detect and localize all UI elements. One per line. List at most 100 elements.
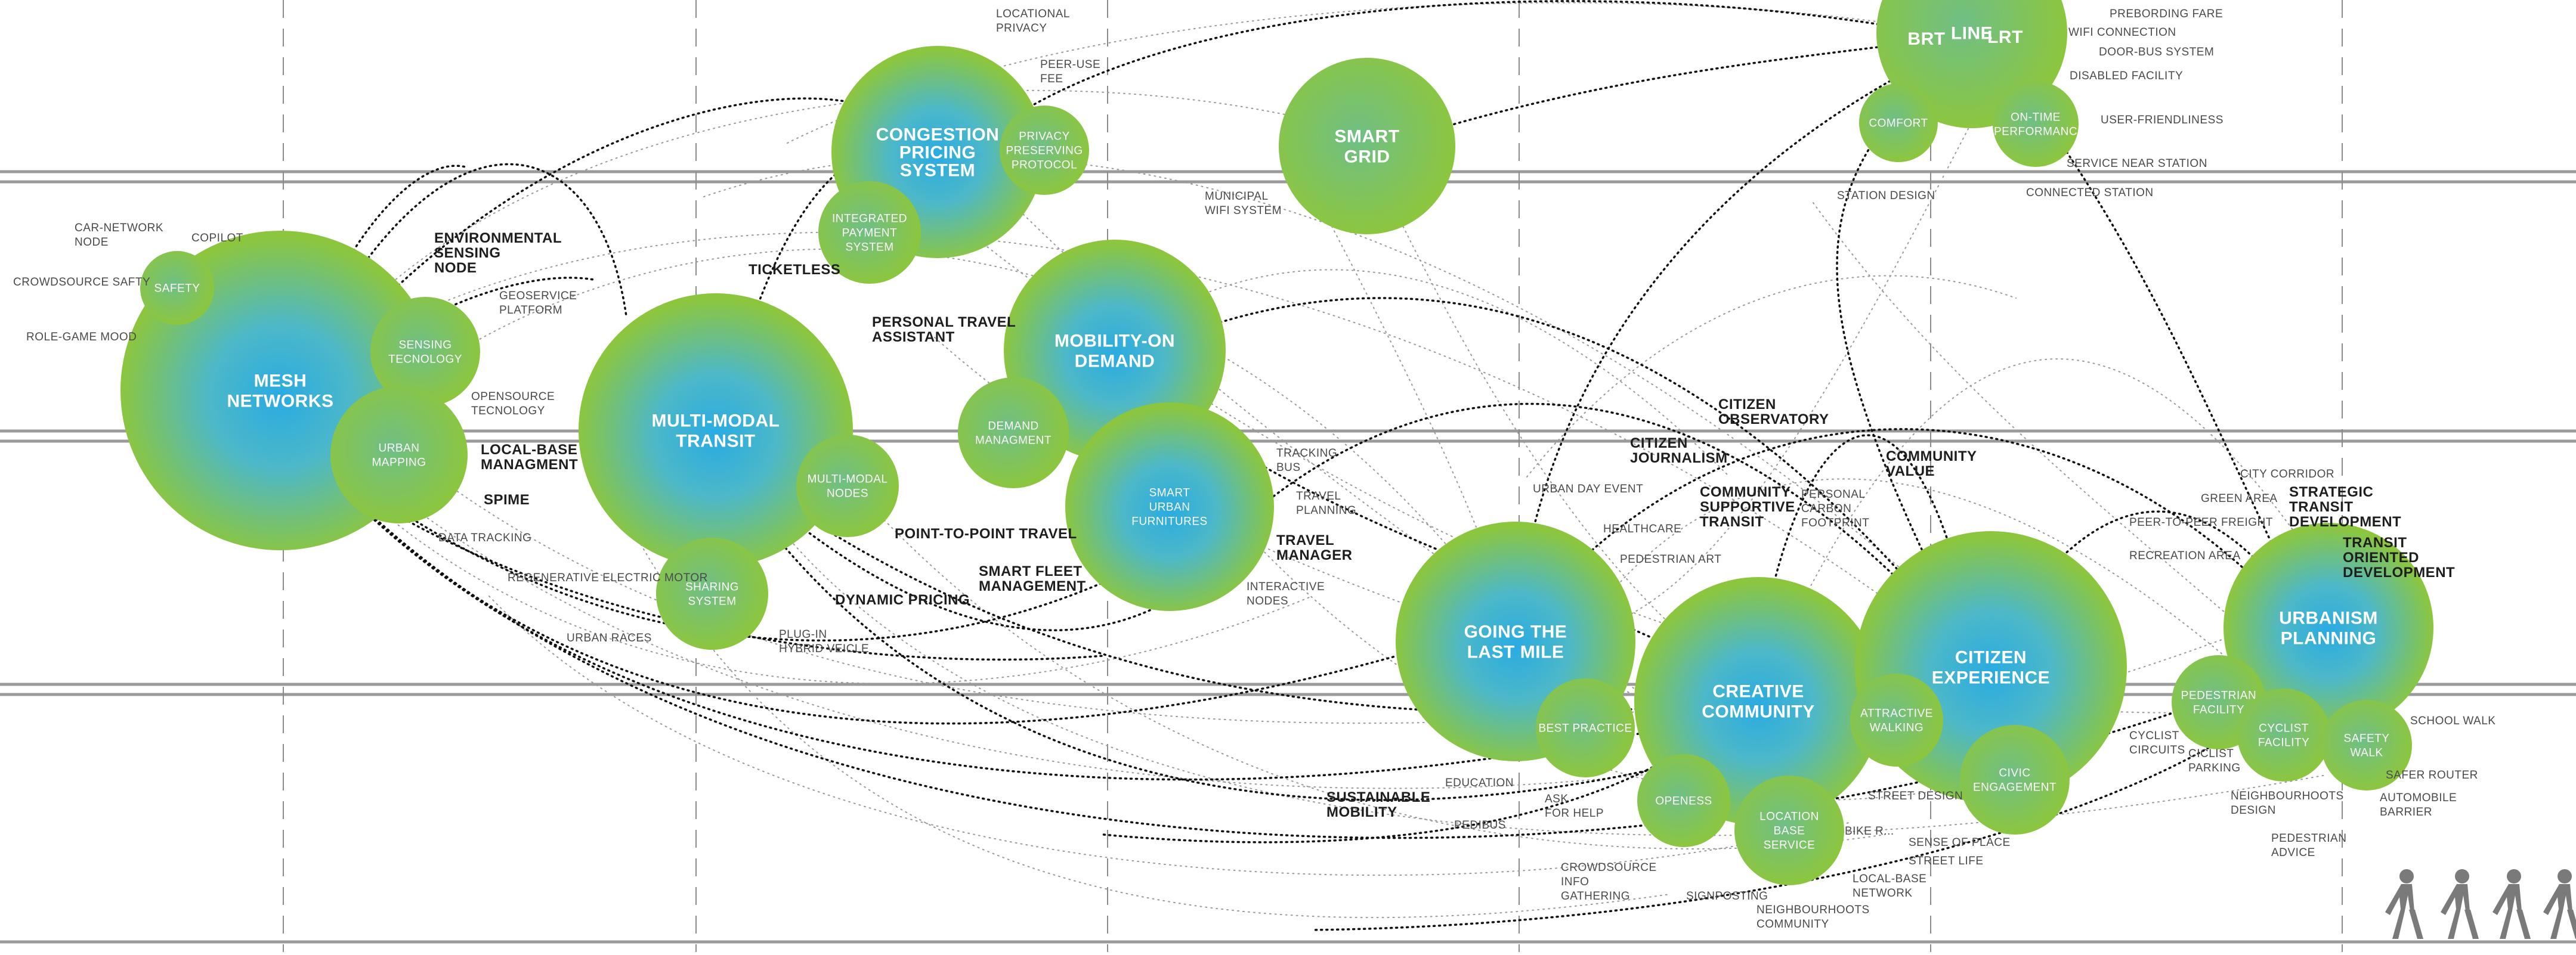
bubble-circle[interactable] — [1065, 402, 1274, 611]
concept-label: MANAGEMENT — [979, 578, 1086, 594]
keyword-label: LOCATIONAL — [996, 8, 1070, 20]
bubble-label: SMART — [1149, 487, 1190, 500]
bubble-circle[interactable] — [958, 377, 1069, 488]
concept-label: CITIZEN — [1630, 435, 1688, 451]
bubble-circle[interactable] — [1993, 81, 2079, 167]
bubble-circle[interactable] — [796, 435, 899, 537]
bubble-layer: MESHNETWORKSSAFETYSENSINGTECNOLOGYURBANM… — [120, 0, 2433, 885]
bubble-label: PRICING — [899, 143, 976, 163]
concept-label: DEVELOPMENT — [2289, 514, 2401, 530]
bubble-circle[interactable] — [1859, 83, 1938, 162]
bubble-label: MOBILITY-ON — [1054, 331, 1175, 351]
concept-label: STRATEGIC — [2289, 484, 2373, 500]
bubble-openess[interactable]: OPENESS — [1637, 754, 1730, 847]
keyword-label: DISABLED FACILITY — [2070, 70, 2183, 82]
keyword-label: ADVICE — [2271, 847, 2315, 859]
label-school-walk: SCHOOL WALK — [2410, 715, 2495, 727]
bubble-circle[interactable] — [140, 251, 214, 325]
label-ticketless: TICKETLESS — [749, 262, 840, 278]
keyword-label: DESIGN — [2231, 804, 2276, 817]
bubble-label: PRIVACY — [1019, 131, 1070, 143]
bubble-circle[interactable] — [370, 297, 480, 407]
bubble-label: PLANNING — [2281, 629, 2377, 649]
bubble-circle[interactable] — [2224, 523, 2433, 733]
concept-label: MANAGER — [1276, 547, 1353, 563]
bubble-circle[interactable] — [1734, 776, 1844, 885]
bubble-circle[interactable] — [2321, 700, 2412, 790]
bubble-label: EXPERIENCE — [1932, 668, 2050, 688]
bubble-circle[interactable] — [1850, 674, 1943, 767]
keyword-label: NETWORK — [1853, 887, 1913, 900]
label-point-to-point-travel: POINT-TO-POINT TRAVEL — [895, 526, 1077, 542]
bubble-circle[interactable] — [818, 181, 921, 284]
keyword-label: CAR-NETWORK — [75, 222, 163, 234]
keyword-label: TRACKING — [1276, 447, 1337, 460]
keyword-label: URBAN RACES — [567, 632, 652, 644]
concept-label: VALUE — [1886, 463, 1935, 479]
keyword-label: PARKING — [2188, 762, 2241, 774]
concept-label: MANAGMENT — [481, 457, 578, 473]
bubble-label: PAYMENT — [842, 227, 898, 240]
bubble-comfort[interactable]: COMFORT — [1859, 83, 1938, 162]
keyword-label: CICLIST — [2188, 748, 2234, 760]
concept-label: MOBILITY — [1326, 804, 1397, 820]
bubble-label: LAST MILE — [1467, 643, 1564, 662]
keyword-label: STREET LIFE — [1909, 855, 1984, 867]
bubble-safety[interactable]: SAFETY — [140, 251, 214, 325]
bubble-circle[interactable] — [1279, 58, 1455, 234]
bubble-circle[interactable] — [2237, 689, 2330, 782]
bubble-label: SAFETY — [2344, 733, 2390, 745]
bubble-circle[interactable] — [330, 386, 468, 523]
bubble-circle[interactable] — [1536, 678, 1635, 777]
concept-label: TRAVEL — [1276, 532, 1334, 548]
icon-layer — [2385, 869, 2576, 939]
label-disabled-facility: DISABLED FACILITY — [2070, 70, 2183, 82]
bubble-circle[interactable] — [1000, 106, 1089, 195]
keyword-label: HEALTHCARE — [1603, 523, 1681, 535]
bubble-best-practice[interactable]: BEST PRACTICE — [1536, 678, 1635, 777]
bubble-circle[interactable] — [656, 538, 768, 650]
bubble-label: LINE — [1951, 24, 1993, 44]
keyword-label: COPILOT — [191, 232, 243, 244]
keyword-label: SIGNPOSTING — [1686, 890, 1768, 903]
concept-label: JOURNALISM — [1630, 450, 1728, 466]
keyword-label: URBAN DAY EVENT — [1533, 483, 1643, 495]
bubble-label: CONGESTION — [876, 125, 1000, 145]
keyword-label: PLUG-IN — [779, 628, 827, 641]
bubble-label: MESH — [254, 371, 307, 391]
bubble-circle[interactable] — [1637, 754, 1730, 847]
bubble-circle[interactable] — [579, 293, 853, 568]
label-data-tracking: DATA TRACKING — [438, 532, 531, 544]
keyword-label: NEIGHBOURHOOTS — [1756, 904, 1870, 916]
keyword-label: PEDESTRIAN — [2271, 832, 2346, 845]
keyword-label: NEIGHBOURHOOTS — [2231, 790, 2344, 802]
bubble-circle[interactable] — [1960, 725, 2070, 835]
bubble-label: URBAN — [378, 442, 419, 455]
label-sense-of-place: SENSE OF PLACE — [1909, 836, 2010, 849]
keyword-label: MUNICIPAL — [1205, 190, 1269, 203]
label-pedibus: PEDIBUS — [1454, 819, 1505, 832]
